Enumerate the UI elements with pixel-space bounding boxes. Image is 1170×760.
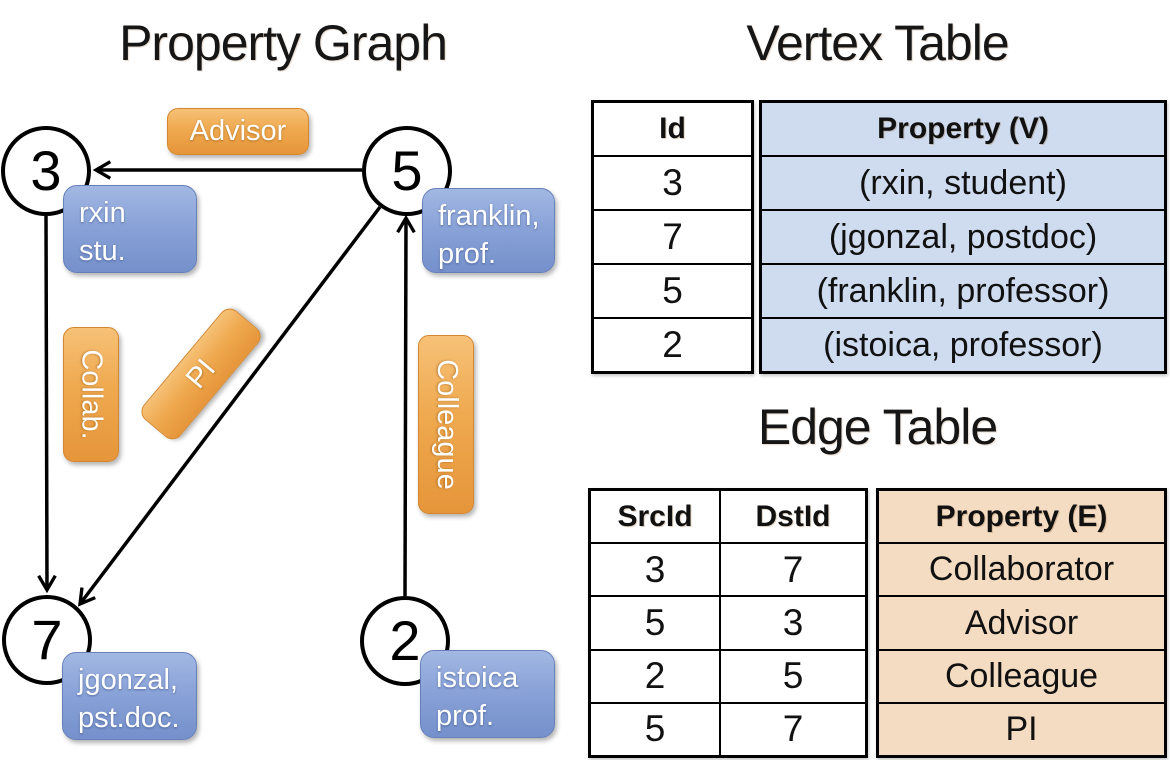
vertex-table-id-header: Id (659, 112, 686, 145)
edge-dst-cell: 7 (782, 548, 804, 590)
vertex-id-cell: 2 (662, 324, 683, 365)
vertex-table-property-header-row: Property (V) (762, 103, 1164, 155)
vertex-table-property-column: Property (V) (rxin, student) (jgonzal, p… (759, 100, 1167, 374)
table-row: 3 7 (591, 542, 865, 596)
vertex-id-cell: 7 (662, 216, 683, 257)
edge-src-cell: 5 (591, 597, 721, 649)
table-row: 5 (594, 263, 751, 317)
node-5: 5 (362, 126, 452, 216)
edge-label-advisor: Advisor (167, 108, 309, 155)
vertex-label-istoica-line1: istoica (436, 662, 519, 694)
node-7-id: 7 (31, 608, 63, 671)
node-2: 2 (360, 596, 450, 686)
table-row: Collaborator (879, 542, 1164, 595)
edge-label-colleague: Colleague (418, 335, 474, 514)
vertex-id-cell: 5 (662, 270, 683, 311)
vertex-table-property-header: Property (V) (877, 112, 1049, 145)
edge-table-ids-header-row: SrcId DstId (591, 491, 865, 543)
vertex-table-id-header-row: Id (594, 103, 751, 155)
table-row: (jgonzal, postdoc) (762, 209, 1164, 263)
table-row: 2 (594, 317, 751, 371)
vertex-label-istoica: istoica prof. (420, 650, 555, 738)
vertex-property-cell: (rxin, student) (859, 163, 1067, 202)
edge-property-cell: Advisor (964, 603, 1079, 642)
table-row: 2 5 (591, 648, 865, 702)
edge-dst-cell: 5 (782, 655, 804, 697)
table-row: 7 (594, 209, 751, 263)
table-row: PI (879, 701, 1164, 755)
edge-table-property-column: Property (E) Collaborator Advisor Collea… (876, 488, 1167, 758)
edge-src-cell: 5 (591, 703, 721, 756)
edge-property-cell: Colleague (944, 656, 1099, 695)
edge-table-src-header: SrcId (591, 491, 721, 543)
edge-src-cell: 2 (591, 650, 721, 702)
vertex-table: Id 3 7 5 2 Property (V) (rxin, student) … (591, 100, 1167, 374)
table-row: 5 3 (591, 595, 865, 649)
vertex-label-rxin: rxin stu. (63, 185, 197, 273)
table-row: Colleague (879, 648, 1164, 702)
vertex-label-jgonzal-line2: pst.doc. (78, 702, 180, 735)
edge-table: SrcId DstId 3 7 5 3 2 5 5 7 Property (E) (588, 488, 1167, 758)
edge-table-property-header-row: Property (E) (879, 491, 1164, 542)
edge-colleague-arrow (396, 214, 416, 597)
table-row: (rxin, student) (762, 155, 1164, 209)
vertex-id-cell: 3 (662, 162, 683, 203)
edge-table-title: Edge Table (757, 399, 998, 455)
node-3-id: 3 (30, 139, 62, 202)
vertex-label-jgonzal: jgonzal, pst.doc. (62, 652, 197, 740)
table-row: (istoica, professor) (762, 317, 1164, 371)
vertex-label-rxin-line2: stu. (79, 235, 126, 268)
edge-property-cell: PI (1005, 709, 1038, 748)
edge-table-dst-header: DstId (755, 499, 831, 533)
vertex-table-title: Vertex Table (746, 15, 1009, 71)
vertex-table-id-column: Id 3 7 5 2 (591, 100, 754, 374)
vertex-label-istoica-line2: prof. (436, 700, 495, 733)
table-row: 3 (594, 155, 751, 209)
edge-label-collab: Collab. (63, 327, 119, 462)
table-row: 5 7 (591, 701, 865, 756)
vertex-property-cell: (jgonzal, postdoc) (828, 217, 1098, 256)
vertex-label-franklin-line1: franklin, (438, 200, 540, 232)
edge-dst-cell: 7 (782, 708, 804, 750)
edge-table-property-header: Property (E) (935, 499, 1108, 533)
edge-label-advisor-text: Advisor (189, 115, 287, 147)
edge-src-cell: 3 (591, 544, 721, 596)
edge-collaborator-arrow (37, 215, 57, 594)
edge-pi-arrow (78, 205, 382, 607)
edge-label-colleague-text: Colleague (430, 359, 463, 490)
edge-label-pi-text: PI (179, 352, 222, 395)
table-row: Advisor (879, 595, 1164, 648)
property-graph-title: Property Graph (119, 15, 448, 71)
vertex-label-jgonzal-line1: jgonzal, (78, 664, 178, 696)
vertex-label-franklin: franklin, prof. (422, 188, 555, 273)
table-row: (franklin, professor) (762, 263, 1164, 317)
edge-property-cell: Collaborator (928, 550, 1115, 589)
vertex-property-cell: (franklin, professor) (816, 271, 1110, 310)
vertex-label-franklin-line2: prof. (438, 238, 497, 271)
vertex-label-rxin-line1: rxin (79, 197, 126, 229)
node-2-id: 2 (389, 609, 421, 672)
edge-label-collab-text: Collab. (75, 349, 108, 440)
edge-dst-cell: 3 (782, 602, 804, 643)
edge-table-ids-columns: SrcId DstId 3 7 5 3 2 5 5 7 (588, 488, 868, 758)
graph-edges-layer (37, 160, 416, 607)
node-5-id: 5 (391, 139, 423, 202)
vertex-property-cell: (istoica, professor) (823, 325, 1103, 364)
